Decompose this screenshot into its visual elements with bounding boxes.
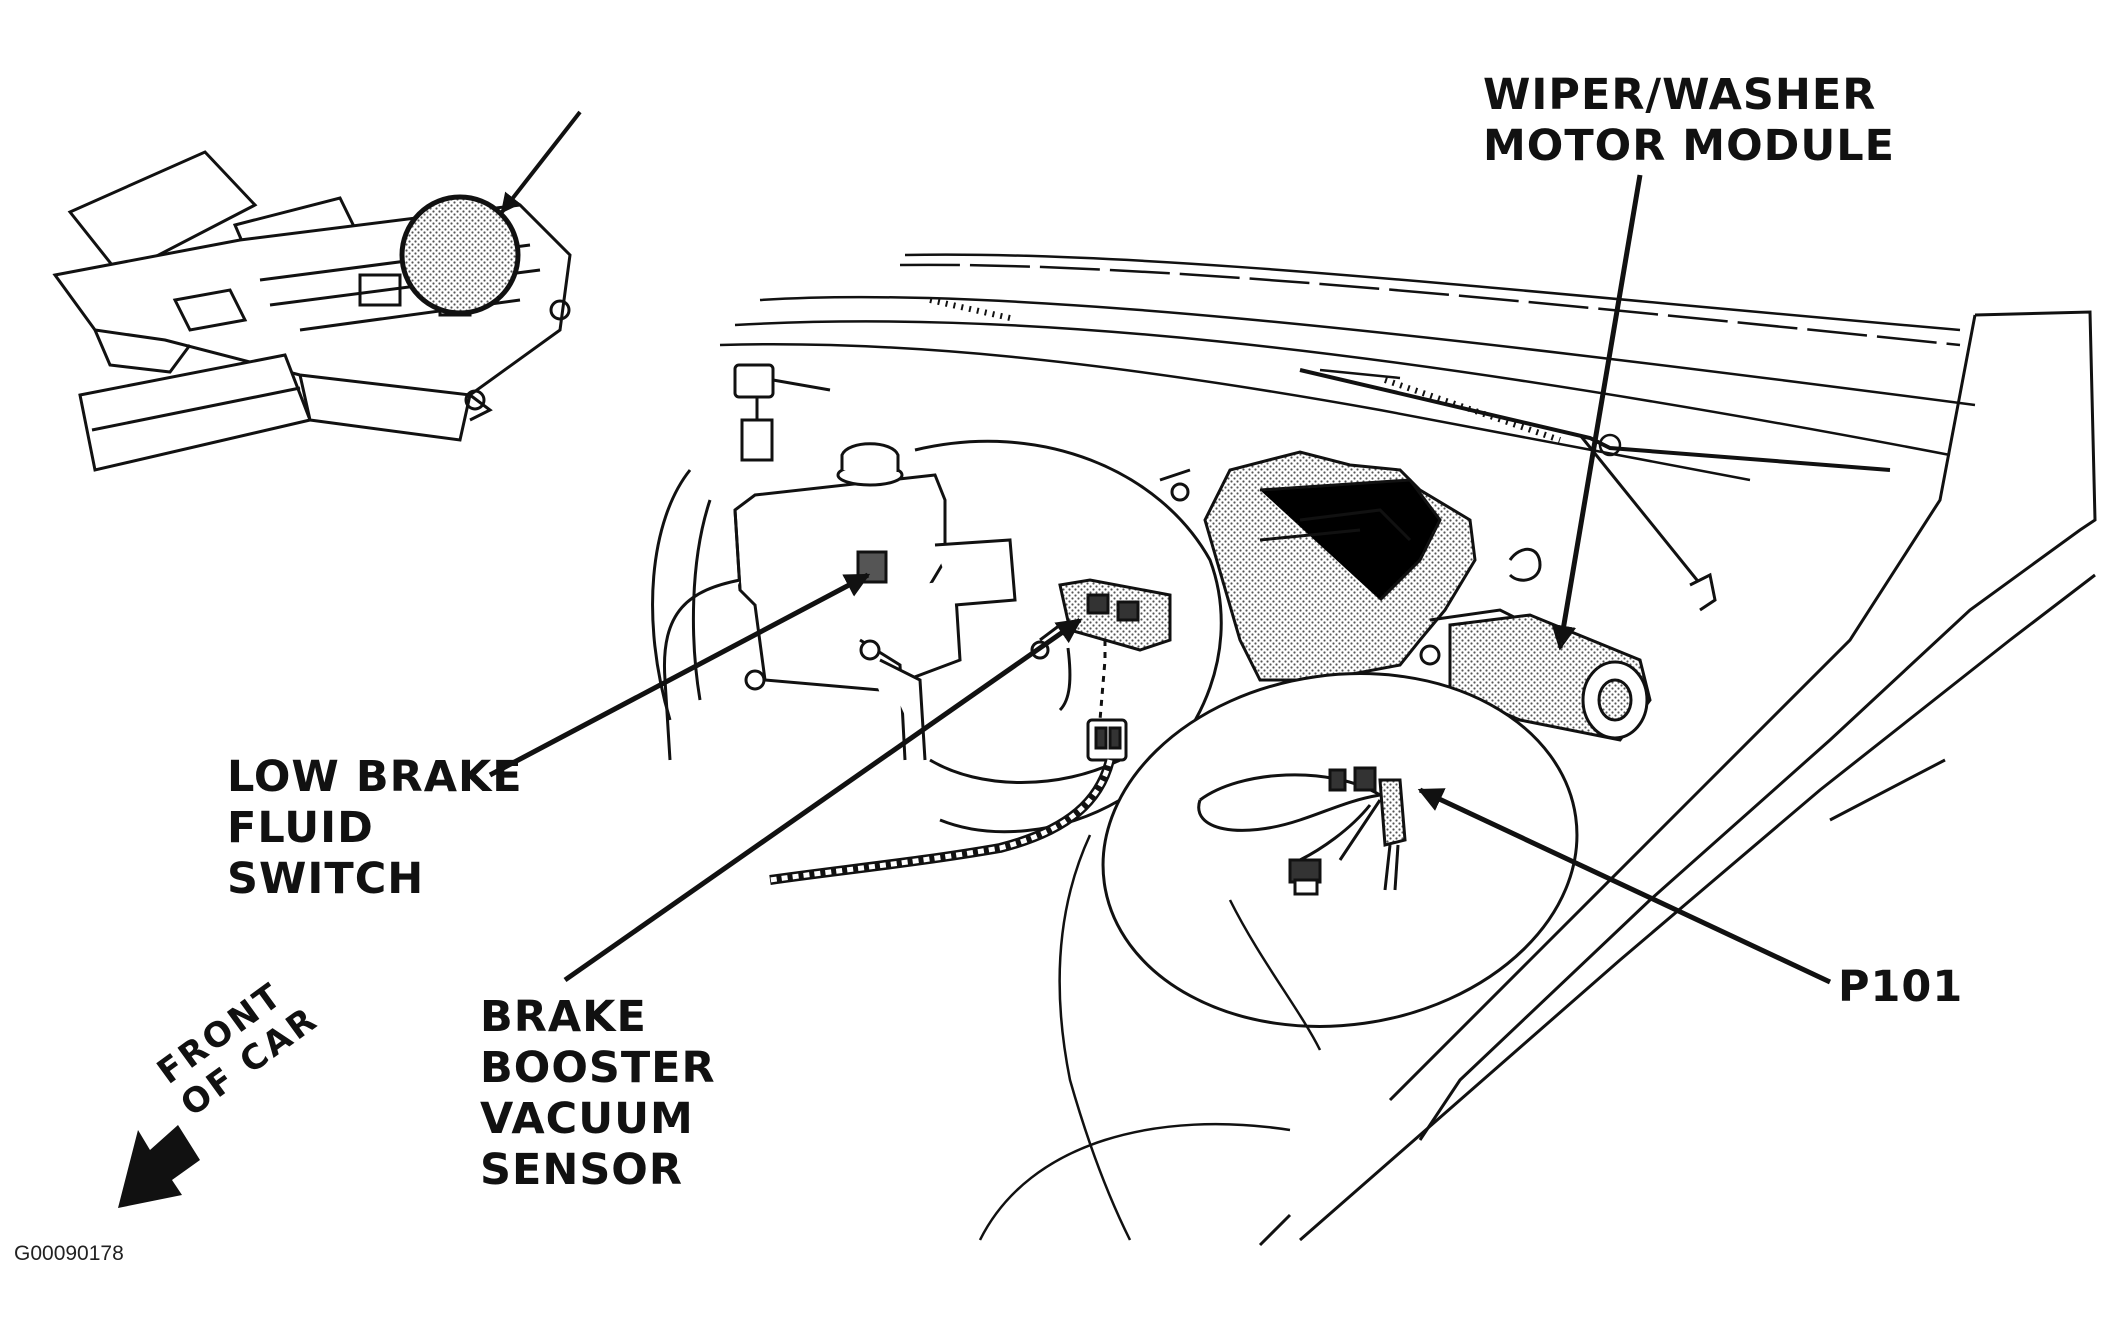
- vacuum-sensor: [1030, 578, 1172, 762]
- wheelwell-curves: [978, 834, 1322, 1241]
- vehicle-inset: [52, 110, 582, 472]
- label-line: SWITCH: [227, 854, 425, 904]
- label-low-brake-fluid-switch: LOW BRAKE FLUID SWITCH: [227, 752, 523, 905]
- arrow-low-brake-fluid-switch: [488, 572, 871, 778]
- arrow-vacuum-sensor: [563, 617, 1083, 983]
- arrow-wiper-module: [1551, 174, 1643, 651]
- label-line: MOTOR MODULE: [1483, 121, 1896, 171]
- callout-arrows: [488, 174, 1832, 985]
- label-brake-booster-vacuum-sensor: BRAKE BOOSTER VACUUM SENSOR: [480, 992, 716, 1196]
- fender-panel: [1258, 310, 2097, 1247]
- p101-connector: [1101, 672, 1579, 1028]
- label-line: VACUUM: [480, 1094, 694, 1144]
- master-cylinder: [662, 442, 1017, 761]
- label-line: P101: [1838, 962, 1964, 1012]
- figure-id: G00090178: [14, 1242, 124, 1265]
- label-line: SENSOR: [480, 1145, 683, 1195]
- arrow-p101: [1417, 787, 1832, 985]
- cowl-panel: [719, 253, 1976, 591]
- label-line: BRAKE: [480, 992, 647, 1042]
- label-line: LOW BRAKE: [227, 752, 523, 802]
- label-wiper-washer-motor-module: WIPER/WASHER MOTOR MODULE: [1483, 70, 1895, 172]
- wiring-harness: [769, 758, 1115, 885]
- front-of-car-arrow: [118, 1125, 200, 1208]
- label-line: FLUID: [227, 803, 374, 853]
- label-line: WIPER/WASHER: [1483, 70, 1877, 120]
- label-line: BOOSTER: [480, 1043, 716, 1093]
- label-p101: P101: [1838, 962, 1963, 1013]
- cowl-fastener: [733, 363, 831, 462]
